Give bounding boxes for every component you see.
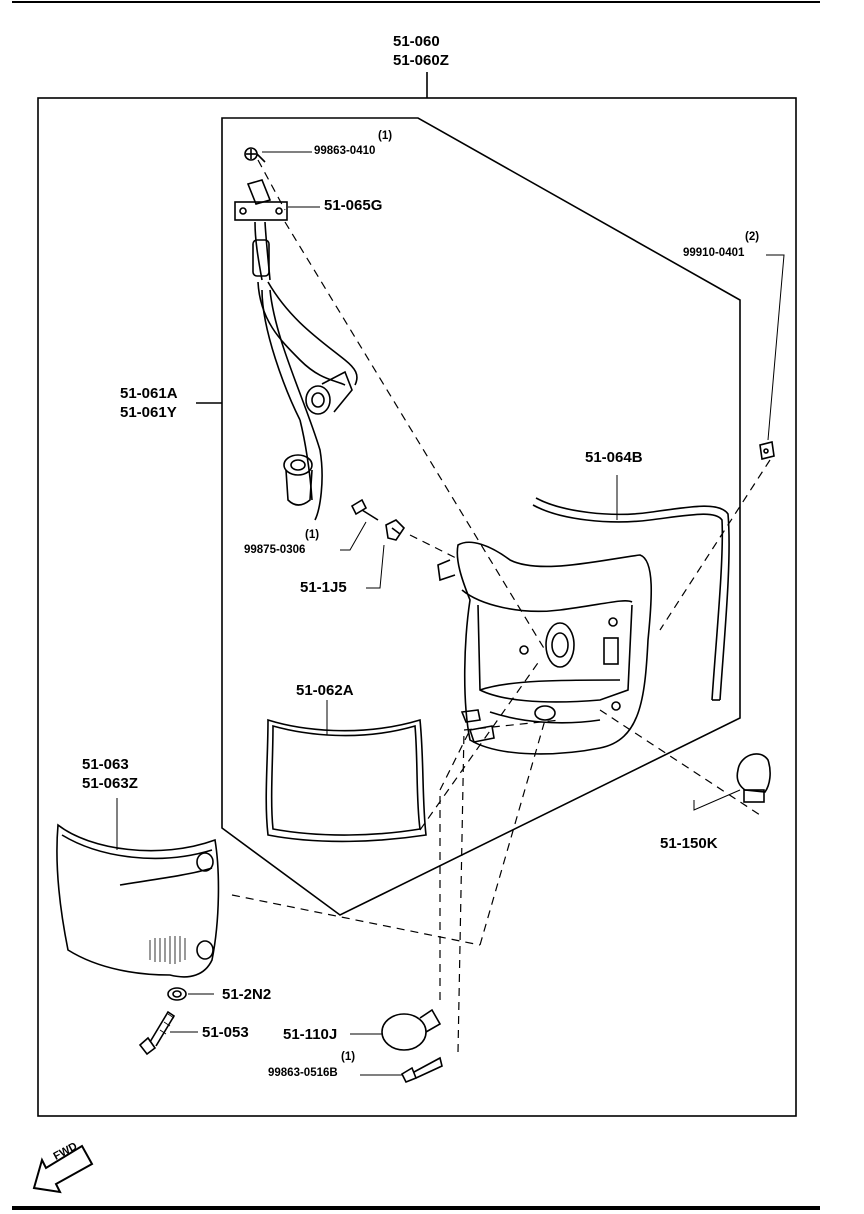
screw-lens-part <box>138 1010 198 1056</box>
label-bolt: 99875-0306 <box>244 544 306 556</box>
label-clip: 51-1J5 <box>300 579 347 596</box>
inner-gasket-part <box>265 700 427 843</box>
label-bolt-qty: (1) <box>305 529 320 541</box>
screw-bottom-part <box>360 1056 443 1084</box>
label-screw-top-qty: (1) <box>378 130 393 142</box>
bulb-bottom-part <box>350 1008 442 1051</box>
label-lens-main: 51-063 <box>82 756 129 773</box>
label-screw-bottom: 99863-0516B <box>268 1067 338 1079</box>
label-assembly-alt: 51-060Z <box>393 52 449 69</box>
label-assembly-main: 51-060 <box>393 33 440 50</box>
label-gasket-outer: 51-064B <box>585 449 643 466</box>
lens-part <box>56 798 220 978</box>
screw-top-part <box>244 147 312 163</box>
label-bulb-right: 51-150K <box>660 835 718 852</box>
housing-part <box>437 541 653 755</box>
label-gasket-inner: 51-062A <box>296 682 354 699</box>
label-retainer: 99910-0401 <box>683 247 745 259</box>
label-wiring-main: 51-061A <box>120 385 178 402</box>
label-screw-lens: 51-053 <box>202 1024 249 1041</box>
socket-bracket-part <box>234 179 320 221</box>
label-lens-alt: 51-063Z <box>82 775 138 792</box>
wiring-harness-part <box>252 221 358 521</box>
clip-part <box>366 519 406 589</box>
subassembly-outline <box>221 117 741 916</box>
bolt-part <box>340 498 379 551</box>
washer-part <box>167 987 214 1001</box>
assembly-frame <box>37 97 797 1117</box>
label-screw-bottom-qty: (1) <box>341 1051 356 1063</box>
bulb-right-part <box>693 753 771 811</box>
label-retainer-qty: (2) <box>745 231 760 243</box>
label-wiring-alt: 51-061Y <box>120 404 177 421</box>
label-socket-bracket: 51-065G <box>324 197 383 214</box>
label-washer: 51-2N2 <box>222 986 272 1003</box>
retainer-part <box>759 254 785 460</box>
outer-gasket-part <box>532 475 730 701</box>
label-bulb-bottom: 51-110J <box>283 1026 338 1043</box>
fwd-arrow-icon <box>32 1144 94 1194</box>
label-screw-top: 99863-0410 <box>314 145 376 157</box>
